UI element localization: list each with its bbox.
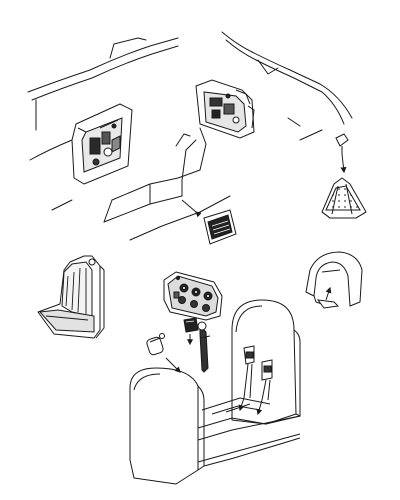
gunsight: [183, 317, 199, 333]
seat-bulkhead-tub: [129, 299, 301, 485]
callout-belt-left: [238, 397, 245, 412]
left-side-wall-panel: [71, 103, 133, 185]
instrument-panel: [163, 271, 223, 321]
control-stick: [197, 321, 211, 373]
callout-belt-right: [256, 399, 263, 416]
armor-plate: [203, 209, 237, 245]
callout-headrest: [325, 286, 332, 301]
callout-armor-plate: [181, 199, 202, 218]
callout-fairing-clip: [340, 153, 347, 174]
callout-oxygen: [165, 357, 181, 373]
right-side-wall-panel: [195, 79, 255, 139]
cockpit-floor-step: [103, 179, 183, 223]
rear-canopy-frame: [305, 251, 363, 309]
callout-arrows: [165, 153, 347, 416]
oxygen-bottle: [146, 333, 165, 356]
canopy-headrest-fairing: [321, 133, 367, 219]
fuselage-interior-walls: [27, 31, 353, 241]
pilot-seat: [37, 255, 105, 339]
